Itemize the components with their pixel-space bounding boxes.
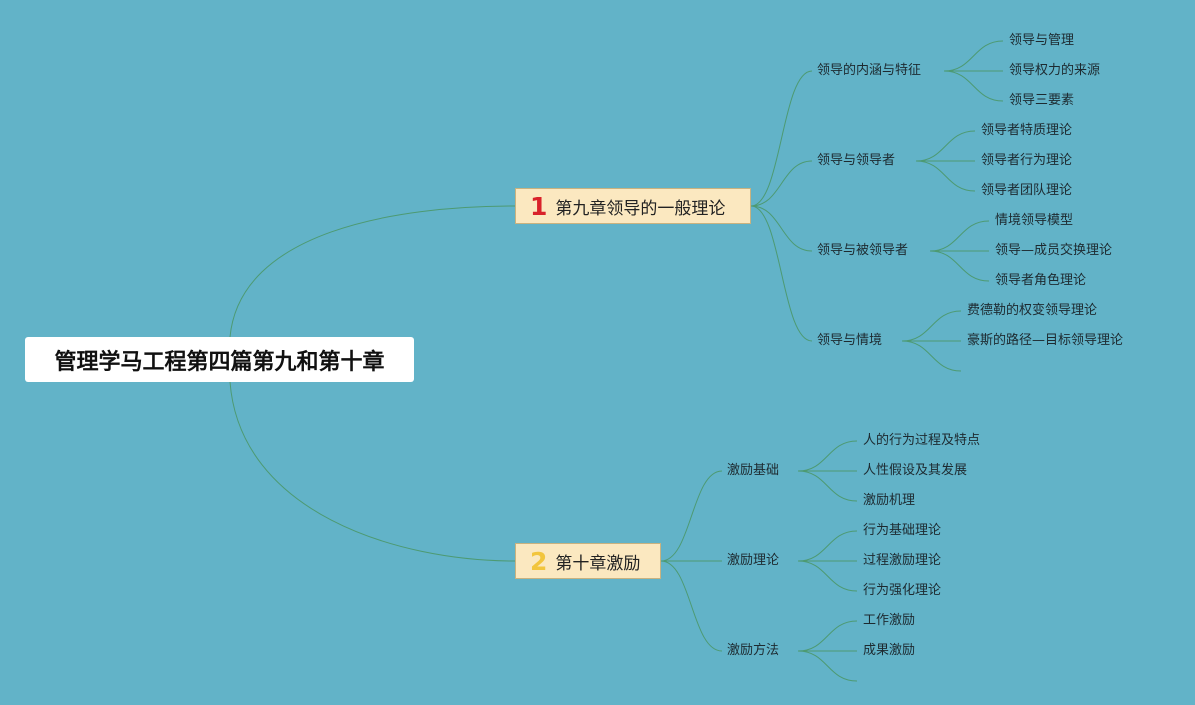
root-link-chapter-1 <box>229 205 516 338</box>
topic-leaf-link <box>797 620 858 652</box>
topic-leaf-link <box>943 70 1004 102</box>
chapter-1-link <box>750 70 813 207</box>
chapter-1-topic[interactable]: 1 第九章领导的一般理论 <box>515 188 751 224</box>
root-link-chapter-2 <box>229 381 516 562</box>
chapter-2-link <box>660 470 723 562</box>
leaf-item[interactable]: 激励机理 <box>863 493 916 508</box>
leaf-item[interactable]: 人的行为过程及特点 <box>863 433 981 448</box>
leaf-item[interactable]: 领导者团队理论 <box>981 183 1073 198</box>
topic-leaf-link <box>929 220 990 252</box>
leaf-item[interactable]: 成果激励 <box>863 643 916 658</box>
leaf-item[interactable]: 费德勒的权变领导理论 <box>967 303 1098 318</box>
chapter-2-label: 第十章激励 <box>555 553 641 574</box>
leaf-item[interactable]: 行为基础理论 <box>863 523 942 538</box>
chapter-1-link <box>750 160 813 207</box>
topic-leaf-link <box>943 40 1004 72</box>
topic-leaf-link <box>797 650 858 682</box>
leaf-item[interactable]: 领导者角色理论 <box>995 273 1087 288</box>
topic-leaf-link <box>797 470 858 502</box>
priority-2-icon: 2 <box>530 546 548 576</box>
chapter-1-link <box>750 205 813 252</box>
topic-leader[interactable]: 领导与领导者 <box>817 153 896 168</box>
leaf-item[interactable]: 领导权力的来源 <box>1009 63 1101 78</box>
chapter-2-link <box>660 560 723 652</box>
leaf-item[interactable]: 人性假设及其发展 <box>863 463 968 478</box>
leaf-item[interactable]: 领导与管理 <box>1009 33 1075 48</box>
topic-leaf-link <box>915 160 976 192</box>
topic-leadership-connotation[interactable]: 领导的内涵与特征 <box>817 63 922 78</box>
topic-leaf-link <box>929 250 990 282</box>
leaf-item[interactable]: 情境领导模型 <box>995 213 1074 228</box>
topic-motivation-theory[interactable]: 激励理论 <box>727 553 780 568</box>
chapter-2-topic[interactable]: 2 第十章激励 <box>515 543 661 579</box>
leaf-item[interactable]: 行为强化理论 <box>863 583 942 598</box>
leaf-item[interactable]: 领导—成员交换理论 <box>995 243 1113 258</box>
priority-1-icon: 1 <box>530 191 548 221</box>
leaf-item[interactable]: 豪斯的路径—目标领导理论 <box>967 333 1124 348</box>
topic-leaf-link <box>901 310 962 342</box>
topic-motivation-basis[interactable]: 激励基础 <box>727 463 780 478</box>
topic-leaf-link <box>797 440 858 472</box>
topic-leaf-link <box>901 340 962 372</box>
topic-leaf-link <box>797 530 858 562</box>
leaf-item[interactable]: 领导者特质理论 <box>981 123 1073 138</box>
leaf-item[interactable]: 工作激励 <box>863 613 916 628</box>
leaf-item[interactable]: 过程激励理论 <box>863 553 942 568</box>
chapter-1-label: 第九章领导的一般理论 <box>555 198 726 219</box>
root-topic[interactable]: 管理学马工程第四篇第九和第十章 <box>25 337 414 382</box>
topic-motivation-method[interactable]: 激励方法 <box>727 643 780 658</box>
topic-follower[interactable]: 领导与被领导者 <box>817 243 909 258</box>
leaf-item[interactable]: 领导三要素 <box>1009 93 1075 108</box>
topic-leaf-link <box>797 560 858 592</box>
topic-situation[interactable]: 领导与情境 <box>817 333 883 348</box>
chapter-1-link <box>750 205 813 342</box>
leaf-item[interactable]: 领导者行为理论 <box>981 153 1073 168</box>
topic-leaf-link <box>915 130 976 162</box>
